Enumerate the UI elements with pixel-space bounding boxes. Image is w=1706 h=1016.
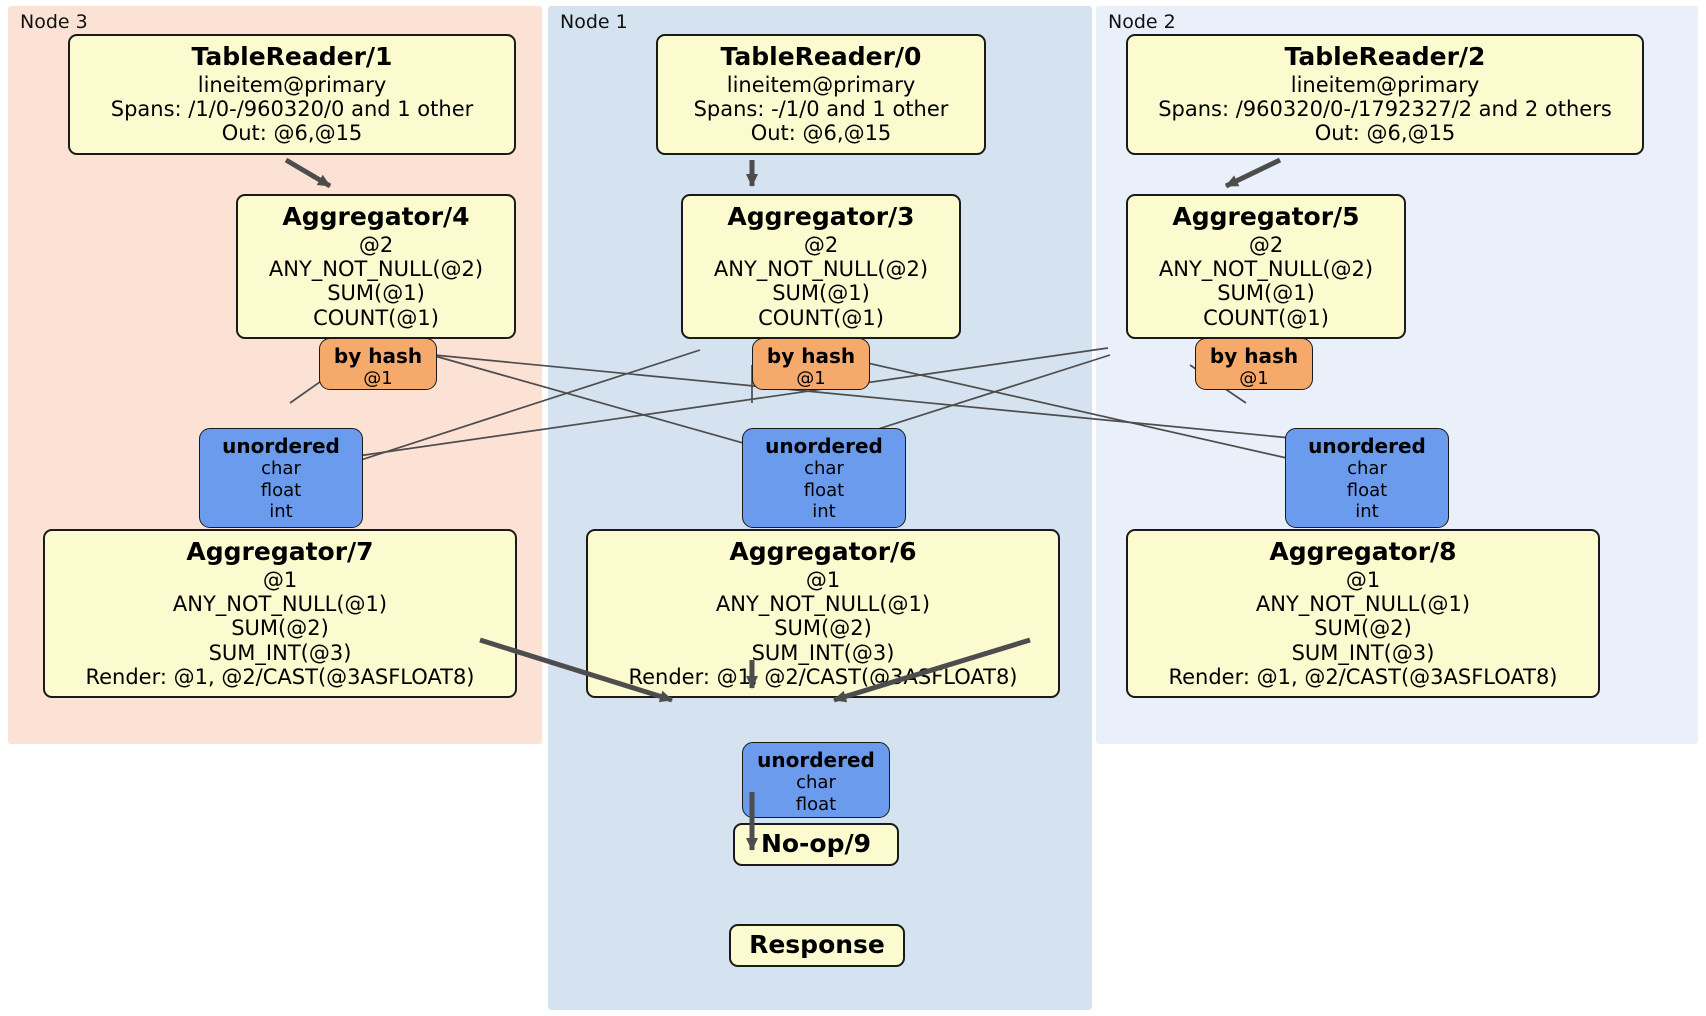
processor-title: TableReader/2: [1284, 42, 1486, 71]
processor-line: SUM(@1): [327, 281, 425, 306]
processor-title: TableReader/1: [191, 42, 393, 71]
processor-line: @1: [262, 567, 298, 592]
router-line: @1: [796, 368, 826, 389]
processor-line: SUM_INT(@3): [751, 640, 895, 665]
router-hash-node2[interactable]: by hash @1: [1195, 338, 1313, 390]
processor-title: No-op/9: [760, 829, 872, 858]
processor-line: @1: [1345, 567, 1381, 592]
processor-title: TableReader/0: [720, 42, 922, 71]
processor-title: Aggregator/6: [729, 537, 917, 566]
processor-table-reader-2[interactable]: TableReader/2 lineitem@primary Spans: /9…: [1126, 34, 1644, 155]
router-sync-node1[interactable]: unordered char float int: [742, 428, 906, 528]
processor-line: lineitem@primary: [1290, 72, 1480, 97]
router-line: char: [261, 458, 301, 479]
router-line: float: [803, 479, 845, 501]
processor-line: Spans: /960320/0-/1792327/2 and 2 others: [1158, 96, 1612, 121]
processor-line: SUM(@2): [231, 616, 329, 641]
router-line: int: [269, 501, 293, 523]
processor-line: Out: @6,@15: [750, 121, 892, 146]
processor-table-reader-0[interactable]: TableReader/0 lineitem@primary Spans: -/…: [656, 34, 986, 155]
processor-table-reader-1[interactable]: TableReader/1 lineitem@primary Spans: /1…: [68, 34, 516, 155]
router-sync-final[interactable]: unordered char float: [742, 742, 890, 818]
processor-line: lineitem@primary: [197, 72, 387, 97]
processor-noop-9[interactable]: No-op/9: [733, 823, 899, 866]
router-title: unordered: [1308, 434, 1426, 458]
processor-line: ANY_NOT_NULL(@2): [713, 256, 929, 281]
node-panel-label-node2: Node 2: [1108, 11, 1176, 33]
processor-line: ANY_NOT_NULL(@1): [1255, 591, 1471, 616]
processor-line: Render: @1, @2/CAST(@3ASFLOAT8): [1168, 664, 1558, 689]
router-hash-node1[interactable]: by hash @1: [752, 338, 870, 390]
processor-line: @2: [803, 232, 839, 257]
processor-response[interactable]: Response: [729, 924, 905, 967]
router-title: unordered: [222, 434, 340, 458]
processor-aggregator-4[interactable]: Aggregator/4 @2 ANY_NOT_NULL(@2) SUM(@1)…: [236, 194, 516, 339]
router-line: int: [1355, 501, 1379, 523]
processor-title: Aggregator/8: [1269, 537, 1457, 566]
processor-title: Response: [749, 930, 885, 959]
processor-line: SUM(@1): [772, 281, 870, 306]
processor-line: Render: @1, @2/CAST(@3ASFLOAT8): [85, 664, 475, 689]
router-title: by hash: [766, 344, 856, 368]
router-line: char: [1347, 458, 1387, 479]
router-title: by hash: [333, 344, 423, 368]
router-title: unordered: [757, 748, 875, 772]
processor-aggregator-7[interactable]: Aggregator/7 @1 ANY_NOT_NULL(@1) SUM(@2)…: [43, 529, 517, 699]
processor-line: ANY_NOT_NULL(@1): [715, 591, 931, 616]
processor-line: Out: @6,@15: [1314, 121, 1456, 146]
processor-title: Aggregator/3: [727, 202, 915, 231]
processor-line: Render: @1, @2/CAST(@3ASFLOAT8): [628, 664, 1018, 689]
node-panel-label-node1: Node 1: [560, 11, 628, 33]
router-sync-node2[interactable]: unordered char float int: [1285, 428, 1449, 528]
processor-line: COUNT(@1): [1203, 305, 1329, 330]
processor-line: SUM_INT(@3): [208, 640, 352, 665]
router-sync-node3[interactable]: unordered char float int: [199, 428, 363, 528]
processor-line: SUM(@1): [1217, 281, 1315, 306]
router-line: float: [1346, 479, 1388, 501]
router-line: char: [804, 458, 844, 479]
processor-title: Aggregator/4: [282, 202, 470, 231]
processor-line: SUM(@2): [774, 616, 872, 641]
router-line: @1: [363, 368, 393, 389]
processor-title: Aggregator/7: [186, 537, 374, 566]
processor-line: COUNT(@1): [758, 305, 884, 330]
processor-line: SUM_INT(@3): [1291, 640, 1435, 665]
processor-line: Out: @6,@15: [221, 121, 363, 146]
processor-line: ANY_NOT_NULL(@1): [172, 591, 388, 616]
processor-aggregator-8[interactable]: Aggregator/8 @1 ANY_NOT_NULL(@1) SUM(@2)…: [1126, 529, 1600, 699]
processor-line: @2: [358, 232, 394, 257]
processor-line: Spans: /1/0-/960320/0 and 1 other: [110, 96, 474, 121]
router-line: @1: [1239, 368, 1269, 389]
processor-line: ANY_NOT_NULL(@2): [268, 256, 484, 281]
processor-title: Aggregator/5: [1172, 202, 1360, 231]
processor-line: lineitem@primary: [726, 72, 916, 97]
router-line: char: [796, 772, 836, 793]
processor-line: SUM(@2): [1314, 616, 1412, 641]
processor-line: @1: [805, 567, 841, 592]
processor-line: Spans: -/1/0 and 1 other: [693, 96, 949, 121]
node-panel-label-node3: Node 3: [20, 11, 88, 33]
router-line: int: [812, 501, 836, 523]
processor-aggregator-3[interactable]: Aggregator/3 @2 ANY_NOT_NULL(@2) SUM(@1)…: [681, 194, 961, 339]
processor-line: COUNT(@1): [313, 305, 439, 330]
router-hash-node3[interactable]: by hash @1: [319, 338, 437, 390]
processor-aggregator-5[interactable]: Aggregator/5 @2 ANY_NOT_NULL(@2) SUM(@1)…: [1126, 194, 1406, 339]
processor-line: @2: [1248, 232, 1284, 257]
router-title: by hash: [1209, 344, 1299, 368]
router-line: float: [795, 793, 837, 815]
processor-aggregator-6[interactable]: Aggregator/6 @1 ANY_NOT_NULL(@1) SUM(@2)…: [586, 529, 1060, 699]
router-title: unordered: [765, 434, 883, 458]
processor-line: ANY_NOT_NULL(@2): [1158, 256, 1374, 281]
router-line: float: [260, 479, 302, 501]
